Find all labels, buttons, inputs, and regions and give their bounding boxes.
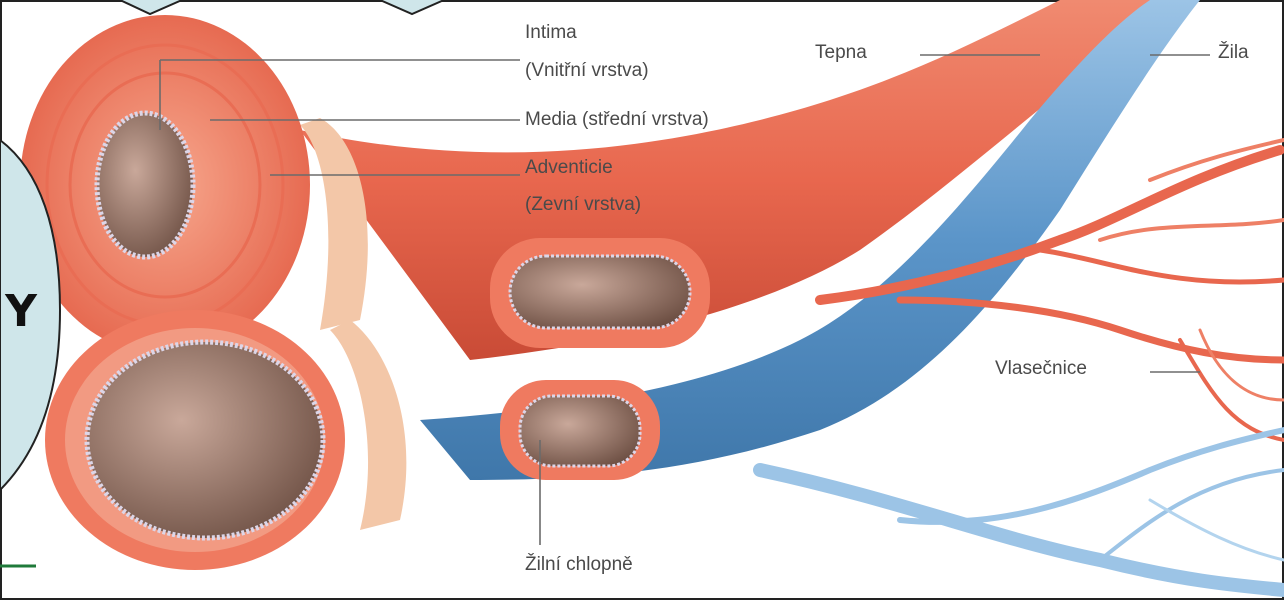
- label-intima-sub: (Vnitřní vrstva): [525, 58, 649, 84]
- label-intima: Intima: [525, 20, 577, 46]
- side-panel-letter: Y: [0, 286, 42, 337]
- label-adventicie-sub: (Zevní vrstva): [525, 192, 641, 218]
- vein-cut-lumen: [520, 396, 640, 466]
- label-zilni-chlopne: Žilní chlopně: [525, 552, 633, 578]
- artery-lumen: [97, 113, 193, 257]
- label-zila: Žila: [1218, 40, 1249, 66]
- artery-cut-lumen: [510, 256, 690, 328]
- top-tab-right: [380, 0, 444, 14]
- label-tepna: Tepna: [815, 40, 867, 66]
- label-vlasecnice: Vlasečnice: [995, 356, 1087, 382]
- label-media: Media (střední vrstva): [525, 107, 709, 133]
- top-tab-left: [120, 0, 182, 14]
- vein-lumen: [87, 342, 323, 538]
- label-adventicie: Adventicie: [525, 155, 613, 181]
